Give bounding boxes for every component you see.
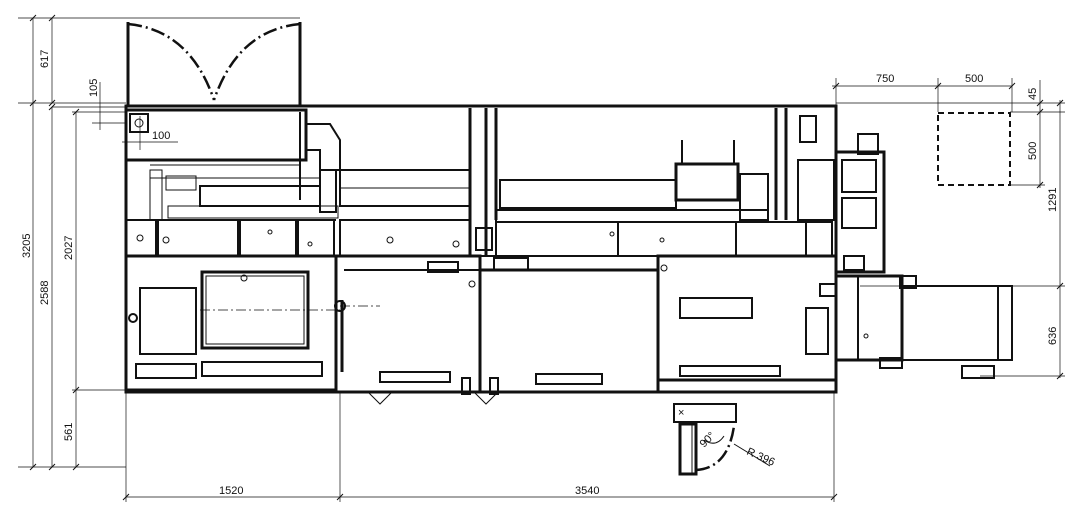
dim-2027: 2027	[63, 236, 75, 260]
dim-3540: 3540	[575, 485, 599, 497]
right-dimension-ticks	[832, 82, 1064, 380]
door-swing-top	[126, 22, 302, 106]
lower-left-cabinet	[124, 254, 340, 392]
dim-105: 105	[88, 79, 100, 97]
left-row-boxes	[125, 219, 335, 257]
dim-500-side: 500	[1027, 142, 1039, 160]
right-dimension-lines	[832, 78, 1065, 378]
dashed-clearance-box	[937, 112, 1011, 186]
dim-45: 45	[1027, 88, 1039, 100]
dim-angle-90: 90°	[698, 430, 718, 450]
dim-2588: 2588	[39, 281, 51, 305]
upper-left-module	[124, 108, 341, 221]
mark-x: ×	[678, 407, 684, 419]
dim-617: 617	[39, 50, 51, 68]
bottom-dimension-ticks	[122, 493, 838, 501]
dim-1520: 1520	[219, 485, 243, 497]
bottom-door-swing: × 90° R 396	[673, 403, 777, 476]
dim-636: 636	[1047, 327, 1059, 345]
bottom-dimension-lines	[125, 392, 835, 502]
upper-middle-right	[339, 108, 835, 257]
dim-100: 100	[152, 130, 170, 142]
dim-750: 750	[876, 73, 894, 85]
right-side-machine	[819, 133, 1013, 379]
dim-3205: 3205	[21, 234, 33, 258]
dim-561: 561	[63, 423, 75, 441]
middle-section	[334, 254, 838, 405]
dim-radius-396: R 396	[745, 446, 777, 469]
dim-1291: 1291	[1047, 188, 1059, 212]
left-dimension-ticks	[29, 14, 80, 471]
dim-500-top: 500	[965, 73, 983, 85]
left-dimension-lines	[18, 17, 300, 468]
